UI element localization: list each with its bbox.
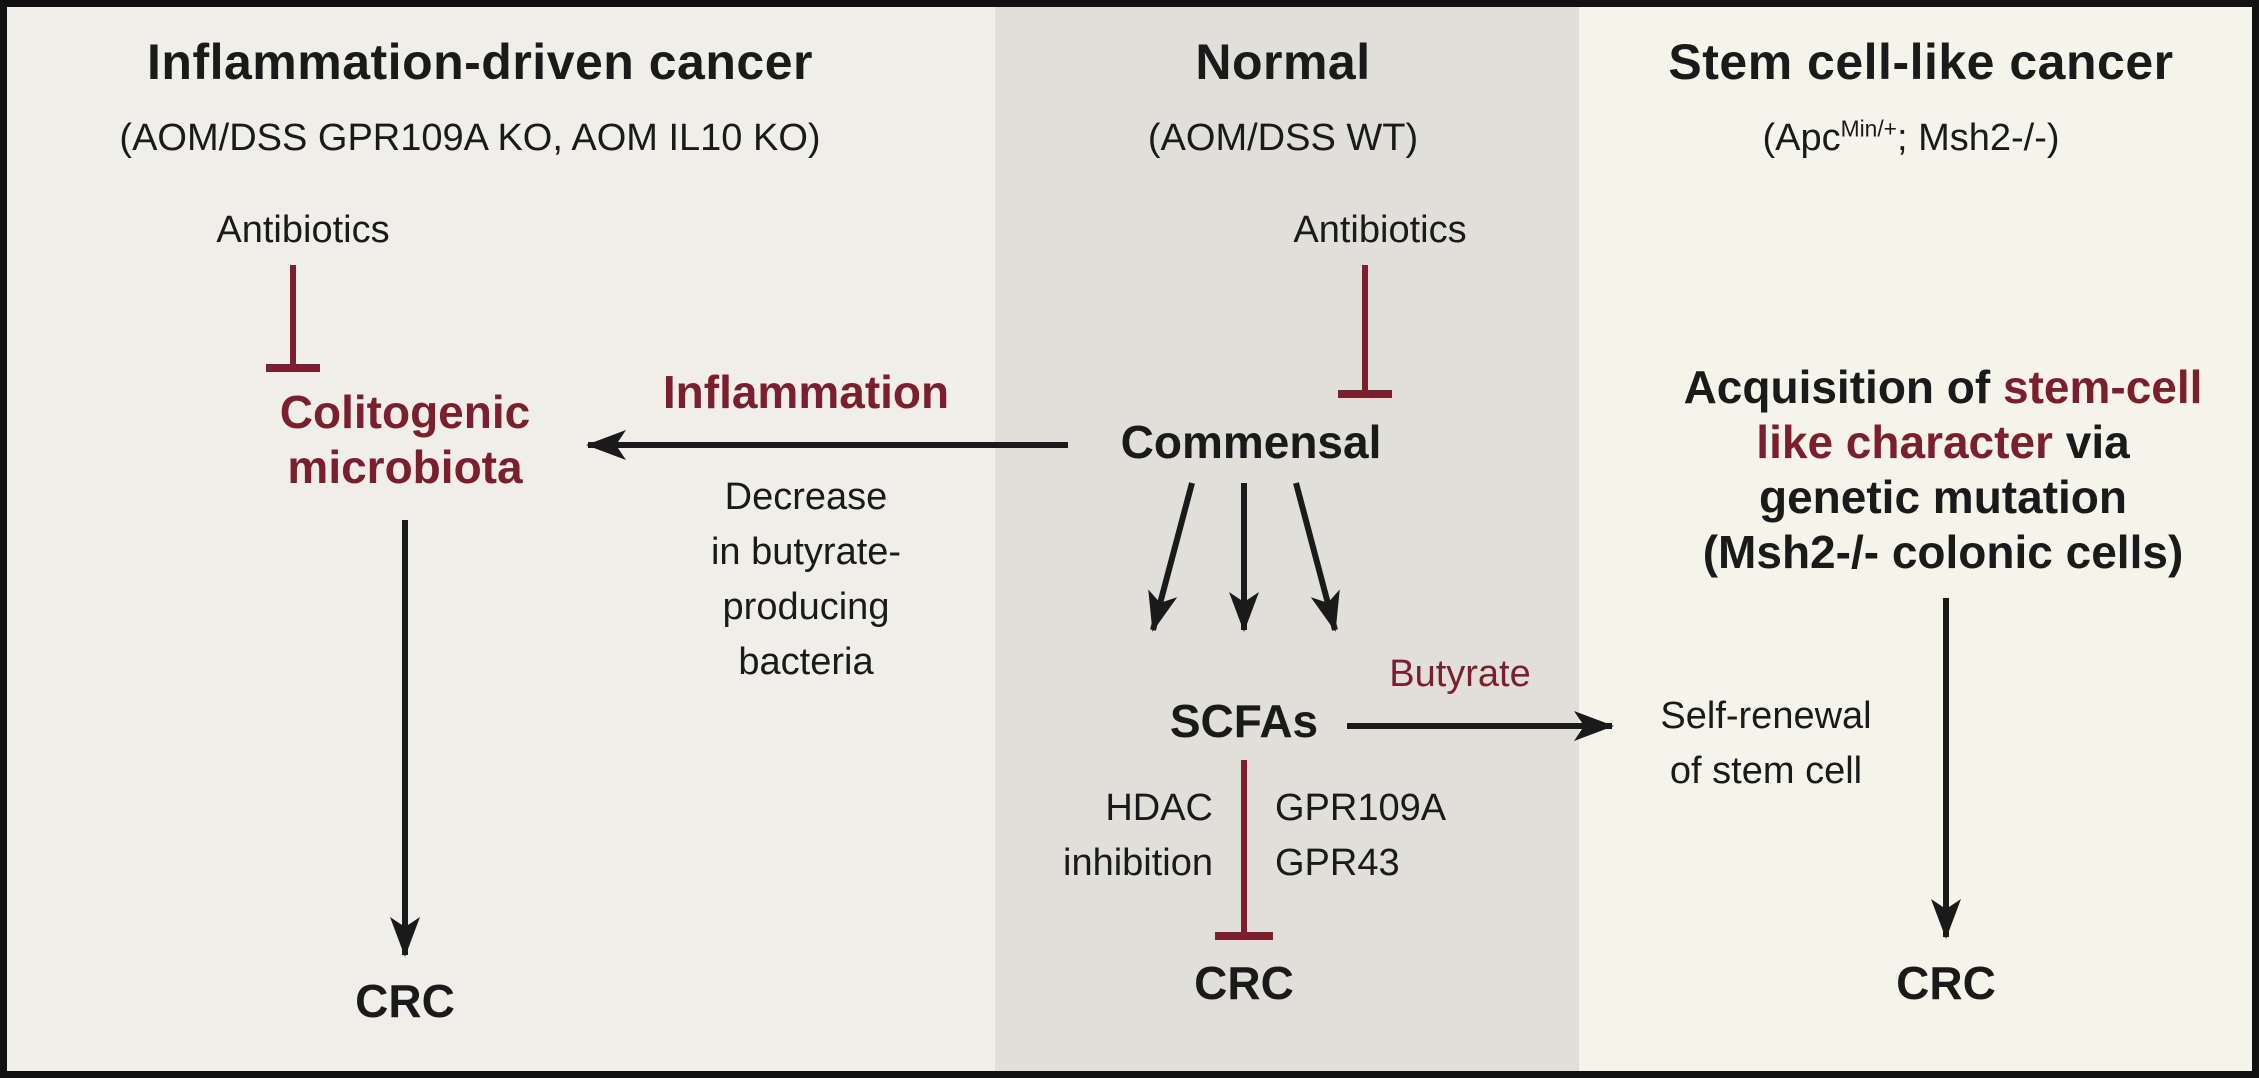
middle-crc-label: CRC [1194, 957, 1294, 1009]
gpr43-label: GPR43 [1275, 842, 1400, 884]
left-crc-label: CRC [355, 975, 455, 1027]
self-renewal-line2: of stem cell [1669, 750, 1863, 792]
self-renewal-line1: Self-renewal [1660, 695, 1872, 737]
decrease-line1: Decrease [724, 476, 888, 518]
acquisition-line4: (Msh2-/- colonic cells) [1702, 526, 2184, 578]
arrow-commensal-to-scfas-3 [1293, 482, 1340, 632]
left-antibiotics-label: Antibiotics [216, 209, 390, 251]
hdac-line2: inhibition [1063, 842, 1213, 884]
butyrate-label: Butyrate [1389, 653, 1531, 695]
gpr109a-label: GPR109A [1275, 787, 1447, 829]
panel-normal [995, 7, 1579, 1071]
middle-antibiotics-label: Antibiotics [1293, 209, 1467, 251]
decrease-line3: producing [722, 586, 890, 628]
hdac-line1: HDAC [1105, 787, 1213, 829]
scfas-node: SCFAs [1169, 695, 1319, 747]
middle-panel-title: Normal [1195, 34, 1371, 90]
panel-stem-cell-like [1579, 7, 2252, 1071]
decrease-line4: bacteria [738, 641, 874, 683]
colitogenic-microbiota-line1: Colitogenic [279, 386, 531, 438]
panel-inflammation-driven [7, 7, 995, 1071]
arrow-commensal-to-scfas-1 [1148, 482, 1195, 632]
inflammation-label: Inflammation [662, 366, 950, 418]
acquisition-line3: genetic mutation [1758, 471, 2128, 523]
left-panel-title: Inflammation-driven cancer [147, 34, 813, 90]
right-panel-subtitle: (ApcMin/+; Msh2-/-) [1762, 115, 2060, 159]
decrease-line2: in butyrate- [710, 531, 902, 573]
commensal-node: Commensal [1120, 416, 1382, 468]
right-crc-label: CRC [1896, 957, 1996, 1009]
right-panel-title: Stem cell-like cancer [1668, 34, 2174, 90]
colitogenic-microbiota-line2: microbiota [287, 441, 523, 493]
acquisition-line1: Acquisition of stem-cell [1683, 361, 2203, 413]
middle-panel-subtitle: (AOM/DSS WT) [1147, 117, 1419, 159]
acquisition-line2: like character via [1756, 416, 2130, 468]
left-panel-subtitle: (AOM/DSS GPR109A KO, AOM IL10 KO) [119, 117, 821, 159]
